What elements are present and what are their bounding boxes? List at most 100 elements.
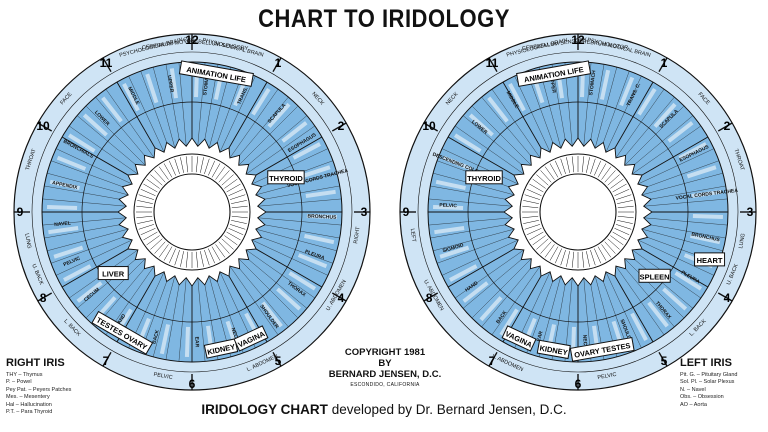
legend-item: Obs. – Obsession	[680, 394, 724, 401]
stomach-hatch	[140, 228, 156, 236]
organ-box: THYROID	[267, 170, 305, 185]
stomach-hatch	[211, 246, 221, 261]
stomach-hatch	[610, 178, 624, 189]
stomach-hatch	[204, 249, 210, 266]
label-band	[647, 301, 669, 328]
label-band	[67, 133, 96, 153]
label-band	[508, 83, 526, 112]
stomach-hatch	[138, 194, 155, 200]
stomach-hatch	[536, 238, 549, 250]
sector-line	[61, 136, 139, 182]
sector-line	[178, 62, 187, 151]
sector-line	[235, 105, 299, 169]
stomach-hatch	[617, 200, 633, 204]
label-band	[48, 226, 79, 235]
pupil	[153, 173, 231, 251]
sector-line	[153, 67, 177, 153]
sector-line	[471, 255, 535, 319]
stomach-hatch	[215, 166, 226, 180]
clock-number: 4	[338, 291, 345, 305]
label-band	[305, 189, 336, 198]
zone-label: BRONCHUS	[691, 232, 721, 244]
zone-label: NECK	[581, 335, 588, 350]
sector-line	[128, 75, 166, 156]
label-band	[159, 324, 171, 355]
stomach-hatch	[532, 178, 546, 189]
sector-line	[50, 160, 134, 191]
stomach-hatch	[581, 251, 585, 268]
stomach-hatch	[554, 248, 562, 264]
sector-line	[95, 96, 153, 165]
stomach-hatch	[146, 235, 160, 246]
clock-number: 10	[422, 119, 436, 133]
stomach-hatch	[137, 200, 153, 204]
stomach-hatch	[571, 156, 575, 173]
rim-label: PELVIC	[153, 372, 173, 381]
sector-line	[436, 233, 520, 264]
clock-number: 1	[275, 56, 282, 70]
clock-tick	[488, 57, 498, 73]
stomach-hatch	[137, 220, 153, 224]
stomach-hatch	[566, 157, 570, 173]
stomach-hatch	[174, 158, 180, 175]
clock-number: 1	[661, 56, 668, 70]
clock-tick	[423, 122, 439, 132]
stomach-hatch	[554, 160, 562, 176]
stomach-hatch	[544, 244, 555, 258]
sector-line	[631, 242, 709, 288]
organ-box-frame	[267, 170, 305, 185]
clock-number: 6	[575, 377, 582, 391]
zone-label: APPENDIX	[52, 180, 79, 191]
organ-box-frame	[536, 339, 571, 360]
stomach-hatch	[524, 224, 541, 230]
clock-tick	[717, 292, 733, 302]
sector-line	[455, 247, 528, 299]
zone-label: STOMACH	[202, 70, 211, 96]
stomach-hatch	[228, 188, 244, 196]
label-band	[674, 271, 703, 291]
sector-line	[178, 273, 187, 362]
stomach-hatch	[174, 249, 180, 266]
left-iris-label: LEFT IRIS	[680, 357, 732, 369]
stomach-hatch	[610, 235, 624, 246]
sector-line	[248, 148, 329, 186]
stomach-hatch	[536, 174, 549, 186]
stomach-hatch	[204, 158, 210, 175]
sector-line	[481, 259, 539, 328]
label-band	[251, 87, 271, 116]
stomach-hatch	[540, 170, 552, 183]
label-band	[184, 326, 190, 357]
organ-box-frame	[638, 268, 671, 283]
clock-tick	[37, 292, 53, 302]
sector-line	[116, 81, 162, 159]
label-band	[667, 121, 694, 143]
sector-line	[433, 173, 519, 197]
sector-line	[637, 227, 723, 251]
clock-tick	[658, 351, 668, 367]
sector-line	[44, 185, 131, 202]
stomach-hatch	[522, 215, 539, 219]
organ-box-frame	[516, 60, 592, 87]
sector-line	[634, 148, 715, 186]
organ-box: THYROID	[465, 170, 503, 185]
stomach-hatch	[523, 200, 539, 204]
sector-line	[628, 125, 701, 177]
sector-line	[634, 238, 715, 276]
stomach-hatch	[607, 238, 620, 250]
stomach-hatch	[560, 158, 566, 175]
sector-line	[617, 259, 675, 328]
sector-line	[245, 136, 323, 182]
label-band	[690, 233, 721, 245]
sector-line	[47, 173, 133, 197]
organ-box: KIDNEY	[536, 339, 571, 360]
sector-line	[481, 96, 539, 165]
sector-line	[245, 242, 323, 288]
label-band	[82, 113, 108, 137]
stomach-hatch	[208, 160, 216, 176]
footer-credit: IRIDOLOGY CHART developed by Dr. Bernard…	[0, 402, 768, 417]
zone-label: EAR	[193, 337, 199, 348]
sector-line	[165, 64, 182, 151]
legend-item: AO – Aorta	[680, 401, 707, 408]
clock-number: 9	[403, 205, 410, 219]
